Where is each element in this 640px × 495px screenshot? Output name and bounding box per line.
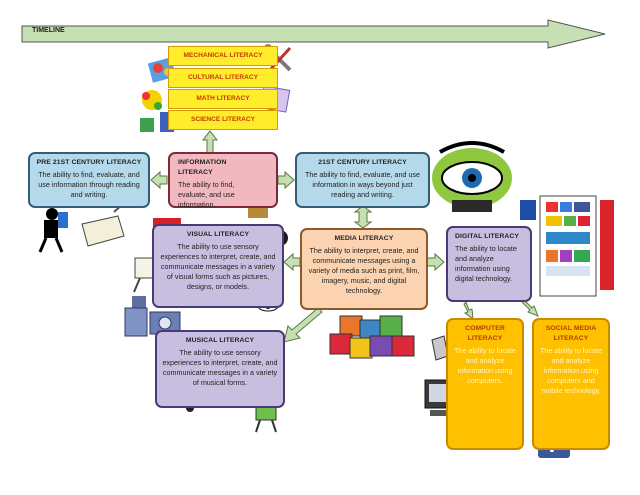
arrow-digital-to-social — [521, 299, 539, 317]
reader-icon — [38, 208, 68, 253]
media-literacy-box: MEDIA LITERACY The ability to interpret,… — [300, 228, 428, 310]
social-desc: The ability to locate and analyze inform… — [540, 346, 602, 395]
arrow-info-to-c21 — [277, 170, 295, 190]
math-literacy-box: MATH LITERACY — [168, 89, 278, 109]
timeline-label: TIMELINE — [32, 27, 65, 34]
arrow-digital-to-computer — [463, 301, 474, 321]
app-collage-icon — [520, 195, 614, 297]
arrow-media-to-visual — [283, 252, 301, 272]
arrow-media-to-musical — [283, 307, 323, 343]
computer-title: COMPUTER LITERACY — [465, 325, 505, 342]
visual-title: VISUAL LITERACY — [186, 231, 250, 238]
information-literacy-box: INFORMATION LITERACY The ability to find… — [168, 152, 278, 209]
musical-desc: The ability to use sensory experiences t… — [162, 348, 278, 387]
arrow-info-to-stack — [201, 130, 219, 154]
arrow-media-to-digital — [426, 252, 445, 272]
c21-title: 21ST CENTURY LITERACY — [318, 159, 407, 166]
digital-desc: The ability to locate and analyze inform… — [455, 244, 517, 283]
media-desc: The ability to interpret, create, and co… — [308, 246, 420, 295]
musical-literacy-box: MUSICAL LITERACY The ability to use sens… — [155, 330, 285, 408]
media-blocks-icon — [329, 315, 415, 359]
digital-literacy-box: DIGITAL LITERACY The ability to locate a… — [446, 226, 532, 302]
c21-desc: The ability to find, evaluate, and use i… — [304, 170, 421, 199]
information-title: INFORMATION LITERACY — [178, 159, 227, 176]
media-title: MEDIA LITERACY — [334, 235, 394, 242]
pre21-literacy-box: PRE 21ST CENTURY LITERACY The ability to… — [28, 152, 150, 208]
musical-title: MUSICAL LITERACY — [185, 337, 255, 344]
arrow-info-to-pre21 — [150, 170, 168, 190]
social-literacy-box: SOCIAL MEDIA LITERACY The ability to loc… — [532, 318, 610, 450]
arrow-c21-media — [353, 205, 373, 229]
timeline-arrow — [21, 19, 606, 49]
camera-icon — [124, 296, 181, 337]
digital-title: DIGITAL LITERACY — [455, 233, 520, 240]
visual-literacy-box: VISUAL LITERACY The ability to use senso… — [152, 224, 284, 308]
visual-desc: The ability to use sensory experiences t… — [160, 242, 276, 291]
science-literacy-box: SCIENCE LITERACY — [168, 110, 278, 130]
information-desc: The ability to find, evaluate, and use i… — [178, 180, 235, 209]
cultural-literacy-box: CULTURAL LITERACY — [168, 68, 278, 88]
pre21-desc: The ability to find, evaluate, and use i… — [38, 170, 140, 199]
computer-literacy-box: COMPUTER LITERACY The ability to locate … — [446, 318, 524, 450]
mechanical-literacy-box: MECHANICAL LITERACY — [168, 46, 278, 66]
computer-desc: The ability to locate and analyze inform… — [454, 346, 516, 385]
social-title: SOCIAL MEDIA LITERACY — [545, 325, 597, 342]
c21-literacy-box: 21ST CENTURY LITERACY The ability to fin… — [295, 152, 430, 208]
pre21-title: PRE 21ST CENTURY LITERACY — [36, 159, 142, 166]
eye-icon — [432, 141, 512, 212]
